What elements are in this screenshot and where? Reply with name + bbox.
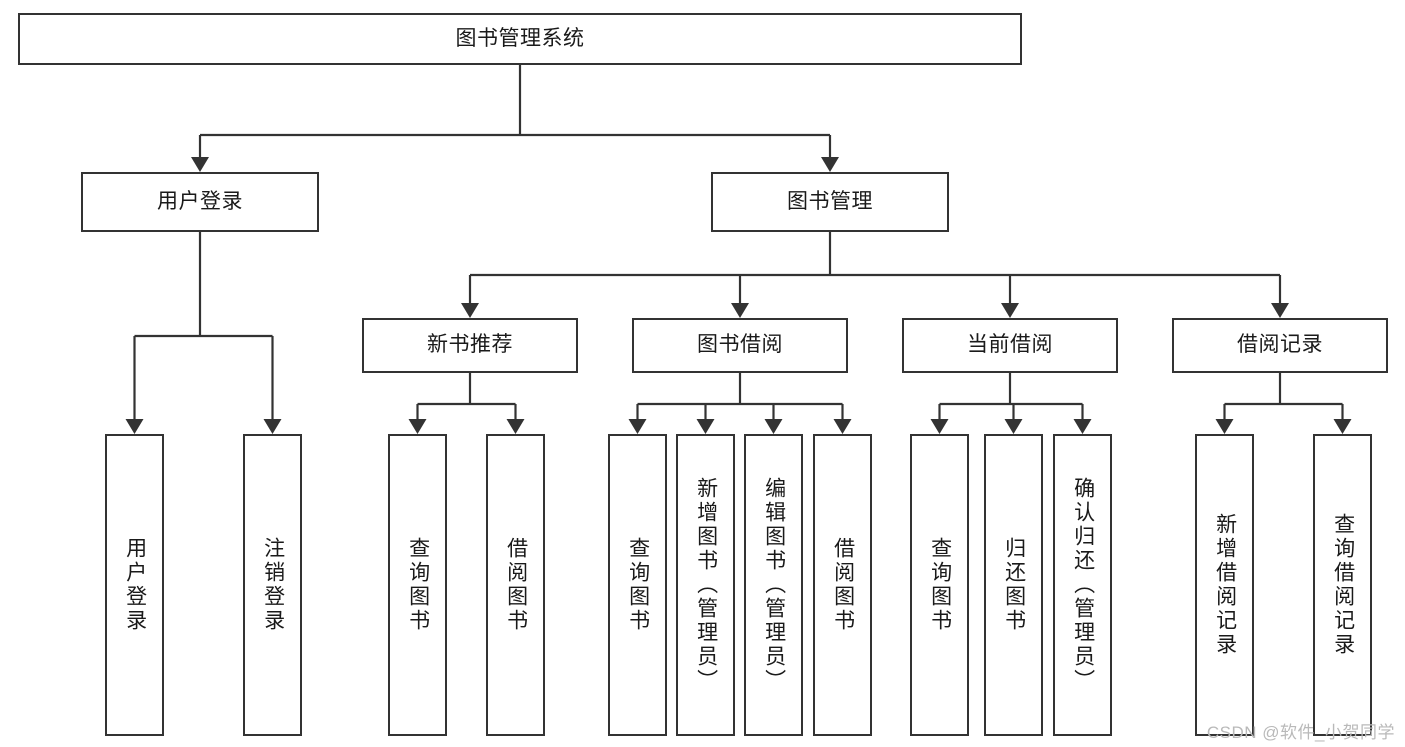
- node-label: 图书管理: [787, 189, 873, 213]
- node-user-login[interactable]: 用户登录: [81, 172, 319, 232]
- node-leaf-nbr-borrow[interactable]: 借阅图书: [486, 434, 545, 736]
- node-label: 图书管理系统: [455, 26, 585, 50]
- edges-user-login-arrowhead: [125, 419, 144, 434]
- node-label: 查询图书: [928, 537, 952, 633]
- node-leaf-cb-return[interactable]: 归还图书: [984, 434, 1043, 736]
- edges-book-borrow-arrowhead: [628, 419, 647, 434]
- node-leaf-br-query[interactable]: 查询借阅记录: [1313, 434, 1372, 736]
- node-label: 归还图书: [1002, 537, 1026, 633]
- edges-new-book-rec-arrowhead: [506, 419, 525, 434]
- node-label: 确认归还（管理员）: [1071, 477, 1095, 693]
- node-leaf-bb-add[interactable]: 新增图书（管理员）: [676, 434, 735, 736]
- node-label: 注销登录: [261, 537, 285, 633]
- node-new-book-rec[interactable]: 新书推荐: [362, 318, 578, 373]
- edges-book-borrow-arrowhead: [833, 419, 852, 434]
- node-label: 新增借阅记录: [1213, 513, 1237, 657]
- edges-book-borrow-arrowhead: [696, 419, 715, 434]
- edges-book-manage-arrowhead: [1001, 303, 1019, 318]
- node-label: 查询图书: [406, 537, 430, 633]
- node-current-borrow[interactable]: 当前借阅: [902, 318, 1118, 373]
- node-label: 编辑图书（管理员）: [762, 477, 786, 693]
- edges-user-login-arrowhead: [263, 419, 282, 434]
- node-label: 新增图书（管理员）: [694, 477, 718, 693]
- edges-current-borrow-arrowhead: [1073, 419, 1092, 434]
- node-label: 借阅图书: [504, 537, 528, 633]
- node-borrow-record[interactable]: 借阅记录: [1172, 318, 1388, 373]
- node-label: 当前借阅: [967, 333, 1053, 357]
- edges-borrow-record-arrowhead: [1333, 419, 1352, 434]
- node-label: 图书借阅: [697, 333, 783, 357]
- node-label: 用户登录: [157, 189, 243, 213]
- node-leaf-bb-query[interactable]: 查询图书: [608, 434, 667, 736]
- node-book-borrow[interactable]: 图书借阅: [632, 318, 848, 373]
- edges-book-manage-arrowhead: [731, 303, 749, 318]
- node-leaf-nbr-query[interactable]: 查询图书: [388, 434, 447, 736]
- edges-root-arrowhead: [191, 157, 209, 172]
- node-label: 查询图书: [626, 537, 650, 633]
- node-label: 查询借阅记录: [1331, 513, 1355, 657]
- edges-borrow-record-arrowhead: [1215, 419, 1234, 434]
- node-label: 借阅图书: [831, 537, 855, 633]
- node-label: 用户登录: [123, 537, 147, 633]
- edges-book-manage-arrowhead: [1271, 303, 1289, 318]
- node-label: 借阅记录: [1237, 333, 1323, 357]
- node-label: 新书推荐: [427, 333, 513, 357]
- node-leaf-cb-query[interactable]: 查询图书: [910, 434, 969, 736]
- node-leaf-cb-confirm[interactable]: 确认归还（管理员）: [1053, 434, 1112, 736]
- edges-root-arrowhead: [821, 157, 839, 172]
- node-root[interactable]: 图书管理系统: [18, 13, 1022, 65]
- node-leaf-user-login[interactable]: 用户登录: [105, 434, 164, 736]
- edges-book-manage-arrowhead: [461, 303, 479, 318]
- node-leaf-bb-borrow[interactable]: 借阅图书: [813, 434, 872, 736]
- watermark-text: CSDN @软件_小贺同学: [1206, 723, 1395, 742]
- node-leaf-user-logout[interactable]: 注销登录: [243, 434, 302, 736]
- edges-current-borrow-arrowhead: [1004, 419, 1023, 434]
- node-leaf-br-add[interactable]: 新增借阅记录: [1195, 434, 1254, 736]
- edges-current-borrow-arrowhead: [930, 419, 949, 434]
- edges-book-borrow-arrowhead: [764, 419, 783, 434]
- edges-new-book-rec-arrowhead: [408, 419, 427, 434]
- node-book-manage[interactable]: 图书管理: [711, 172, 949, 232]
- node-leaf-bb-edit[interactable]: 编辑图书（管理员）: [744, 434, 803, 736]
